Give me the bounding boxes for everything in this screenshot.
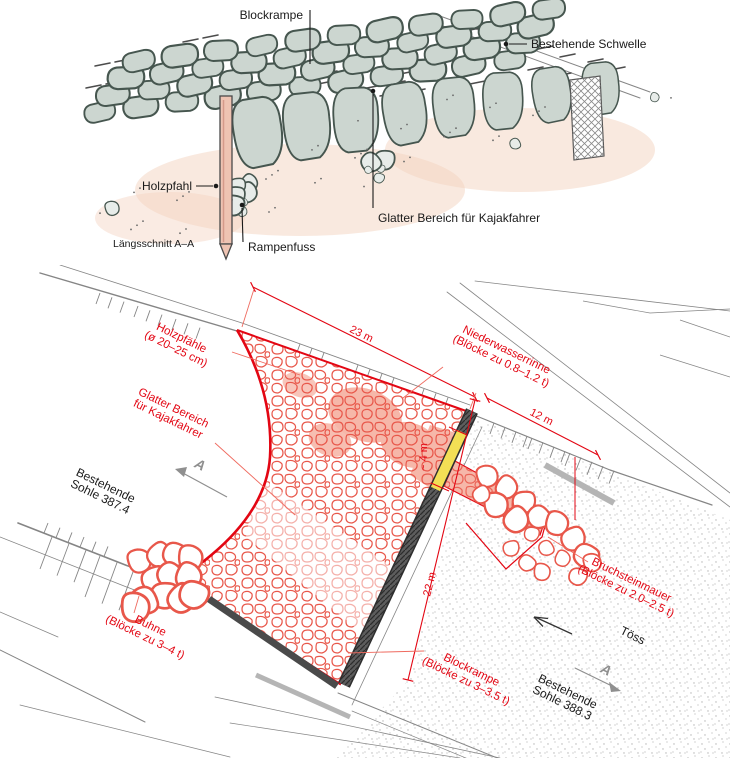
buhne-stones xyxy=(115,535,215,627)
blockrampe-label: Blockrampe xyxy=(240,8,304,22)
svg-text:~ 4 m: ~ 4 m xyxy=(418,443,430,471)
niederwasserrinne-label: Niederwasserrinne (Blöcke zu 0.8–1.2 t) xyxy=(451,324,552,390)
bestehende-schwelle-label: Bestehende Schwelle xyxy=(531,37,647,51)
gray-wall-bands xyxy=(254,462,616,720)
cross-section-illustration: Blockrampe Bestehende Schwelle Holzpfahl… xyxy=(81,0,672,261)
section-labels: Blockrampe Bestehende Schwelle Holzpfahl… xyxy=(113,8,647,254)
svg-text:23 m: 23 m xyxy=(348,324,375,346)
riverbed-stipple xyxy=(336,417,730,758)
svg-text:12 m: 12 m xyxy=(528,406,555,428)
sohle-387-label: Bestehende Sohle 387.4 xyxy=(68,465,137,517)
rampenfuss-label: Rampenfuss xyxy=(248,240,315,254)
wooden-pile xyxy=(219,95,233,261)
dim-12m: 12 m xyxy=(528,406,555,428)
glatter-bereich-label: Glatter Bereich für Kajakfahrer xyxy=(378,211,540,225)
existing-wall-hatched xyxy=(569,75,605,161)
dim-23m: 23 m xyxy=(348,324,375,346)
dim-4m: ~ 4 m xyxy=(418,443,430,471)
holzpfaehle-label: Holzpfähle (ø 20–25 cm) xyxy=(142,321,209,370)
glatter-bereich-plan-label: Glatter Bereich für Kajakfahrer xyxy=(131,386,210,441)
dim-22m: 22 m xyxy=(421,571,439,598)
scattered-ground-stones xyxy=(99,90,672,235)
plan-view-drawing: Holzpfähle (ø 20–25 cm) Glatter Bereich … xyxy=(0,265,730,758)
holzpfahl-label: Holzpfahl xyxy=(142,179,192,193)
ramp-crest-band xyxy=(207,408,478,689)
laengsschnitt-caption: Längsschnitt A–A xyxy=(113,238,194,250)
kayak-gap-yellow xyxy=(430,429,467,492)
svg-text:22 m: 22 m xyxy=(421,571,439,598)
svg-text:A: A xyxy=(191,455,208,474)
flow-direction-arrow xyxy=(533,616,573,635)
leader-lines xyxy=(133,351,589,654)
section-marker-left: A xyxy=(175,455,228,498)
dimension-lines xyxy=(241,281,602,682)
